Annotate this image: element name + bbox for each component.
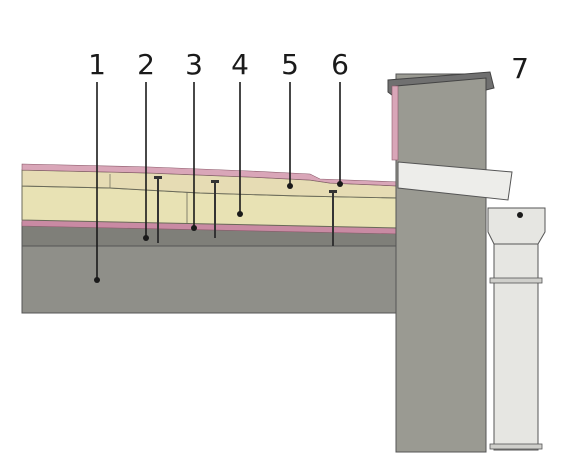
concrete-slab: [21, 244, 427, 314]
downpipe-funnel: [487, 207, 546, 245]
fasteners: [157, 178, 334, 246]
callout-6: 6: [331, 48, 349, 81]
callout-1: 1: [88, 48, 106, 81]
leader-lines: [96, 82, 341, 278]
downpipe: [493, 243, 539, 451]
callout-3: 3: [185, 48, 203, 81]
callout-2: 2: [137, 48, 155, 81]
scupper-drain: [397, 161, 513, 201]
parapet-wall: [395, 73, 487, 453]
callout-4: 4: [231, 48, 249, 81]
parapet-membrane: [391, 85, 399, 161]
callout-7: 7: [511, 52, 529, 85]
callout-5: 5: [281, 48, 299, 81]
